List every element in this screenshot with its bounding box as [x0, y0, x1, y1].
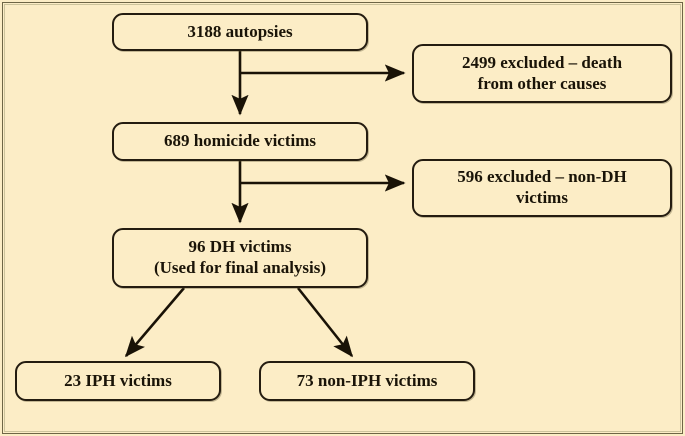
node-autopsies: 3188 autopsies	[112, 13, 368, 51]
node-dh-victims: 96 DH victims (Used for final analysis)	[112, 228, 368, 288]
node-homicide-victims-line1: 689 homicide victims	[163, 131, 317, 151]
node-excluded-other-causes-line2: from other causes	[477, 73, 607, 93]
node-non-iph-victims: 73 non-IPH victims	[259, 361, 475, 401]
node-iph-victims-line1: 23 IPH victims	[64, 370, 172, 390]
node-autopsies-line1: 3188 autopsies	[187, 21, 293, 41]
node-dh-victims-line2: (Used for final analysis)	[153, 258, 327, 277]
node-non-iph-victims-line1: 73 non-IPH victims	[296, 370, 438, 390]
node-homicide-victims: 689 homicide victims	[112, 122, 368, 161]
node-excluded-non-dh: 596 excluded – non-DH victims	[412, 159, 672, 217]
node-excluded-non-dh-line1: 596 excluded – non-DH	[457, 167, 627, 187]
node-excluded-other-causes-line1: 2499 excluded – death	[461, 52, 623, 72]
node-iph-victims: 23 IPH victims	[15, 361, 221, 401]
edge-dh-to-non-iph	[296, 287, 354, 358]
edge-dh-to-iph	[124, 287, 185, 358]
node-excluded-other-causes: 2499 excluded – death from other causes	[412, 44, 672, 103]
node-dh-victims-line1: 96 DH victims	[188, 237, 292, 257]
node-excluded-non-dh-line2: victims	[516, 188, 568, 207]
